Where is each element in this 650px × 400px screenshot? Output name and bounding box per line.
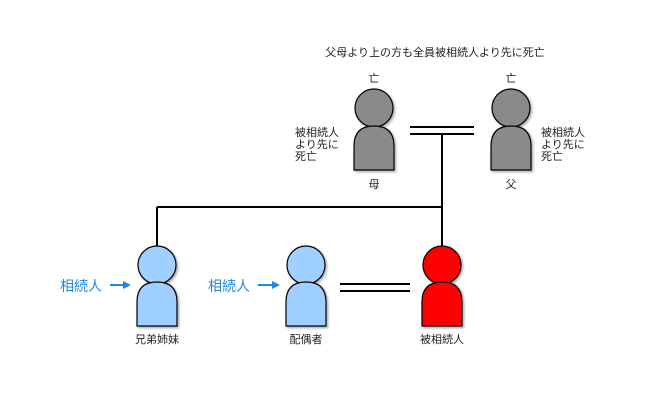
father-name: 父 xyxy=(505,178,517,191)
mother-status: 亡 xyxy=(368,72,380,85)
spouse-heir-arrow xyxy=(258,281,280,289)
header-note: 父母より上の方も全員被相続人より先に死亡 xyxy=(325,46,545,59)
mother-note: 被相続人 より先に 死亡 xyxy=(295,127,339,163)
mother-note-line: 死亡 xyxy=(295,150,317,163)
mother-note-line: 被相続人 xyxy=(295,126,339,139)
spouse-name: 配偶者 xyxy=(289,333,323,346)
father-note-line: 死亡 xyxy=(541,150,563,163)
spouse-heir-tag: 相続人 xyxy=(208,279,250,295)
father-note-line: 被相続人 xyxy=(541,126,585,139)
decedent-name: 被相続人 xyxy=(420,333,464,346)
sibling-name: 兄弟姉妹 xyxy=(135,333,179,346)
sibling-figure xyxy=(136,245,178,327)
father-status: 亡 xyxy=(505,72,517,85)
father-note: 被相続人 より先に 死亡 xyxy=(541,127,585,163)
father-figure xyxy=(490,88,532,171)
mother-name: 母 xyxy=(368,178,380,191)
mother-figure xyxy=(353,88,395,171)
father-note-line: より先に xyxy=(541,138,585,151)
spouse-figure xyxy=(285,245,327,327)
sibling-heir-tag: 相続人 xyxy=(60,279,102,295)
decedent-figure xyxy=(421,245,463,327)
mother-note-line: より先に xyxy=(295,138,339,151)
sibling-heir-arrow xyxy=(110,281,131,289)
